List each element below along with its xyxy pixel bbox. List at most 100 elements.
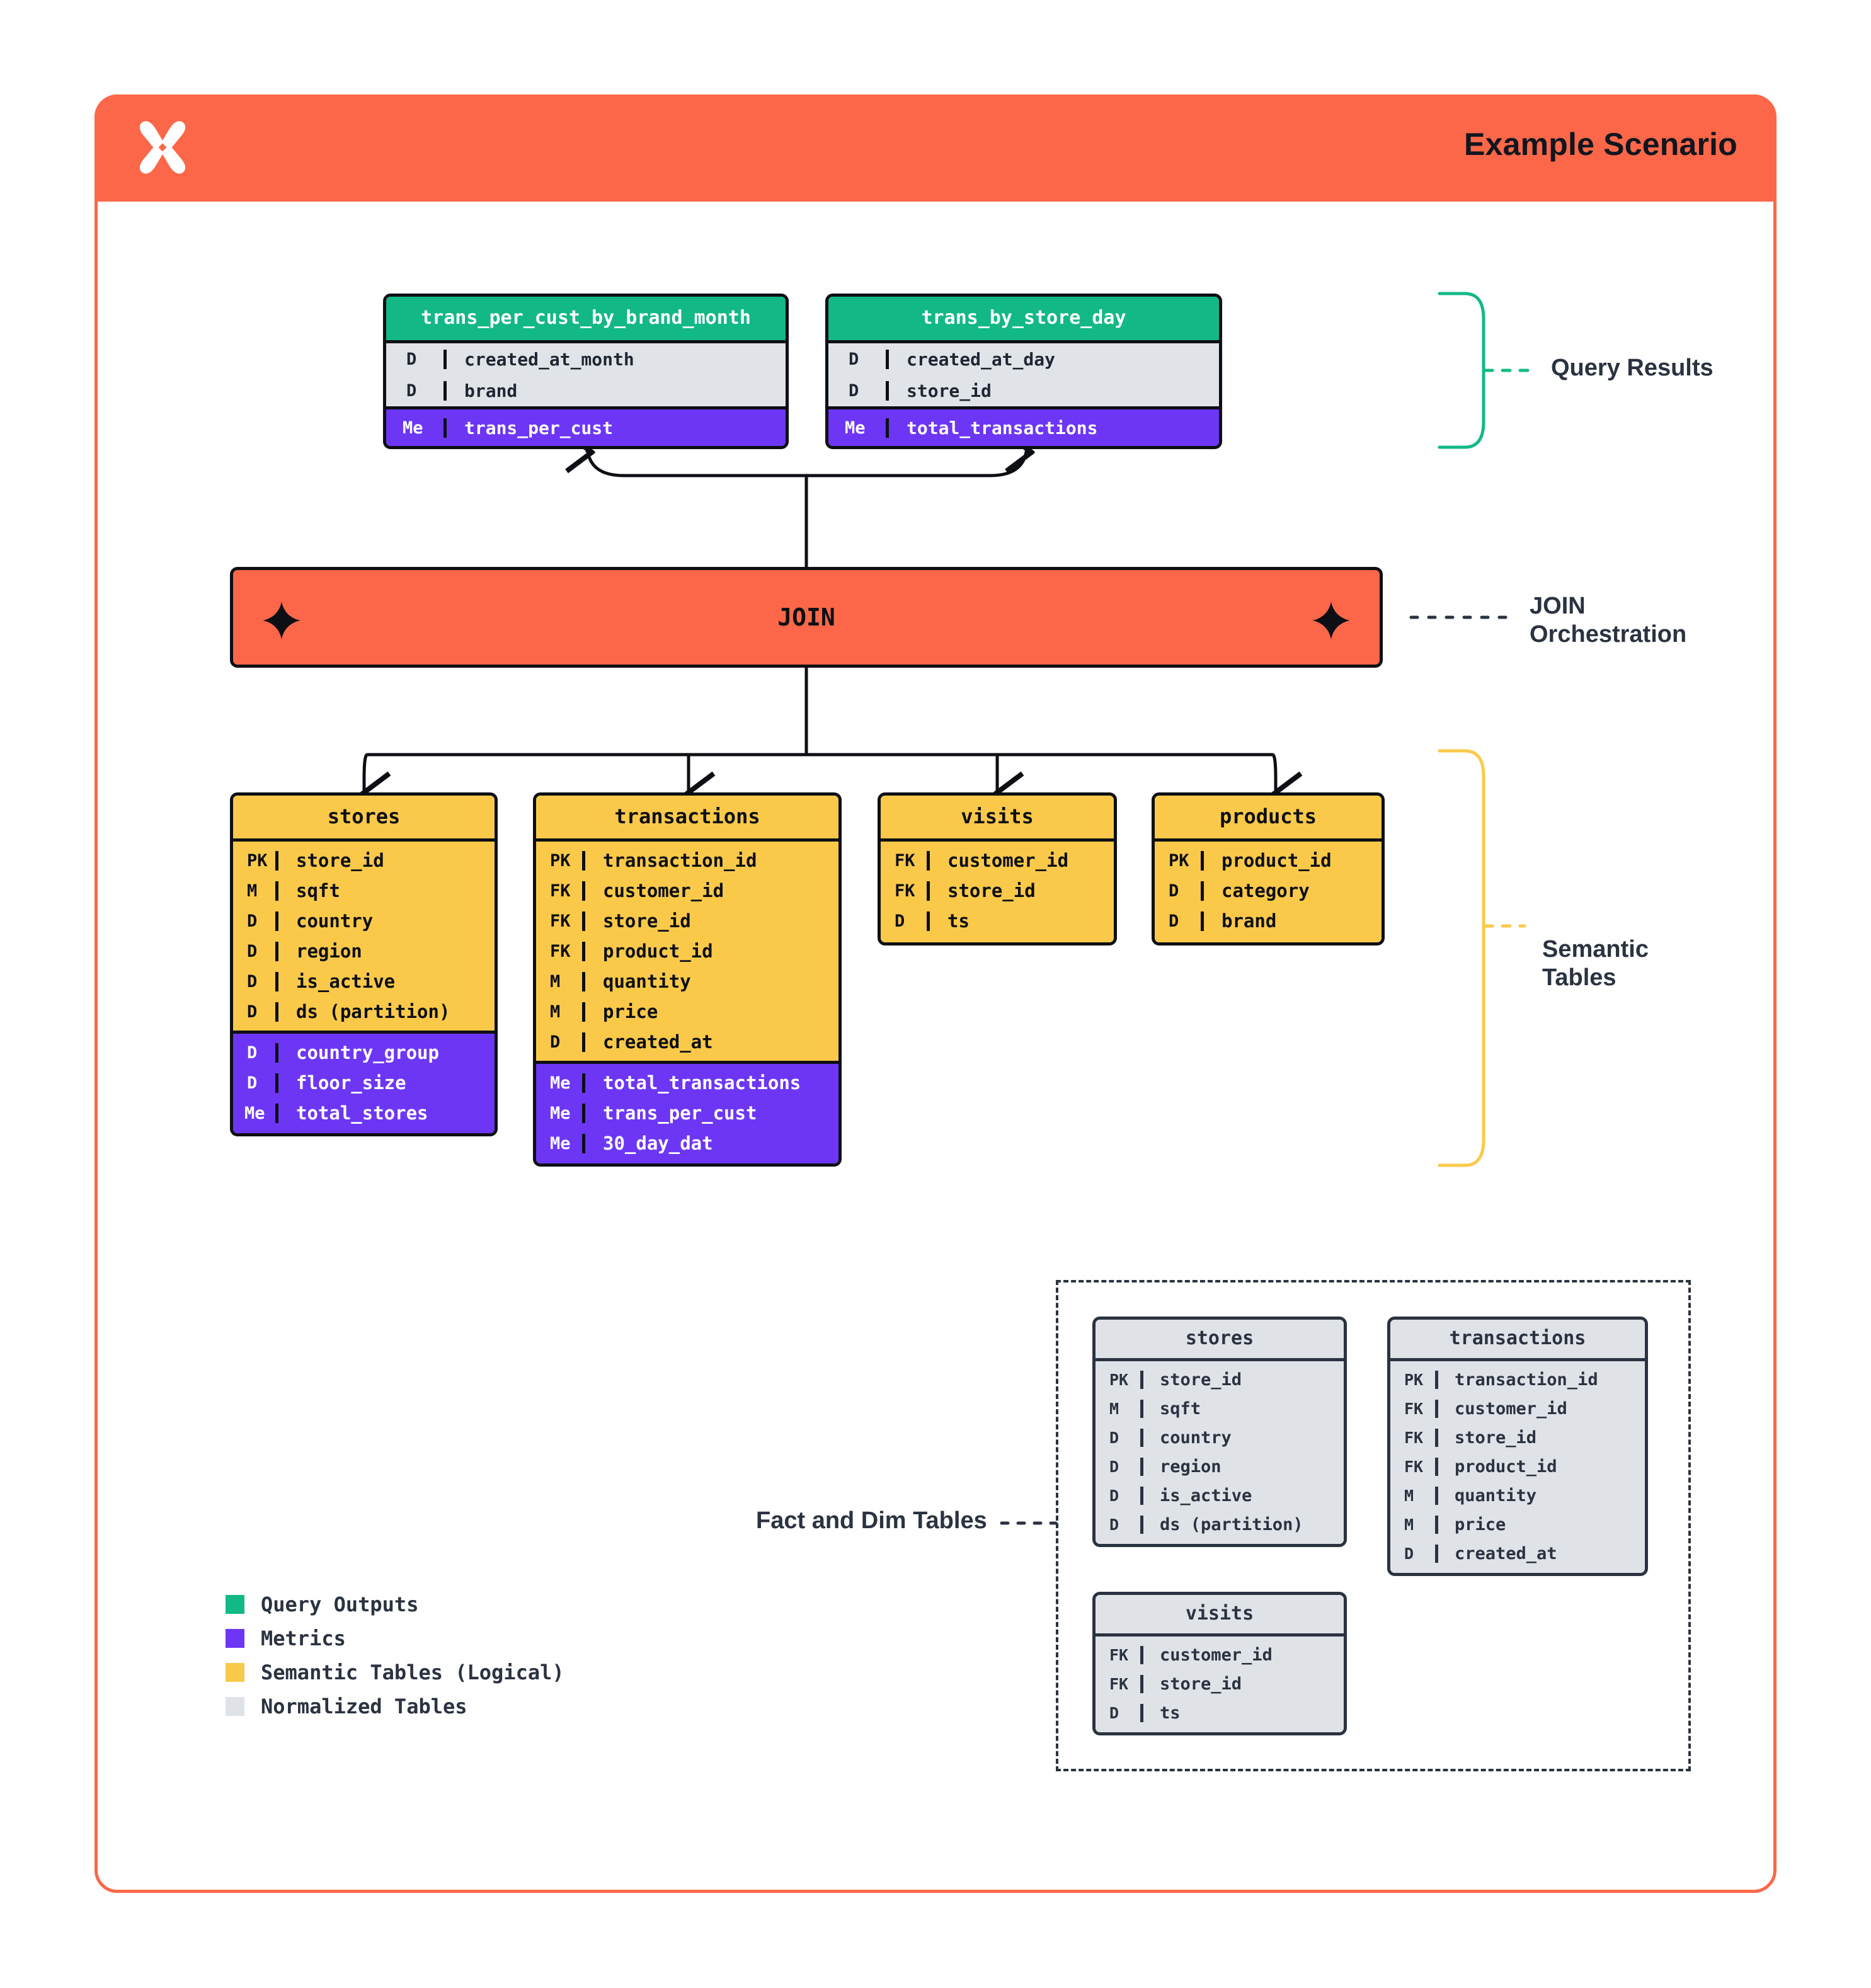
row-key: D <box>233 911 278 931</box>
table-row[interactable]: FK product_id <box>1390 1452 1645 1481</box>
row-field: price <box>603 1001 658 1022</box>
table-row[interactable]: D ts <box>881 906 1114 936</box>
row-field: store_id <box>1160 1369 1242 1390</box>
normalized-table-visits[interactable]: visits FK customer_id FK store_id D ts <box>1092 1592 1347 1735</box>
row-field: created_at_month <box>464 348 634 370</box>
table-row[interactable]: D country <box>233 906 495 936</box>
table-row[interactable]: D region <box>233 936 495 966</box>
table-row[interactable]: FK customer_id <box>1390 1394 1645 1423</box>
row-key: D <box>233 941 278 961</box>
table-row[interactable]: D country_group <box>233 1037 495 1068</box>
row-key: FK <box>1096 1645 1143 1664</box>
table-row[interactable]: D floor_size <box>233 1068 495 1098</box>
row-key: D <box>1096 1457 1143 1476</box>
row-field: floor_size <box>296 1072 406 1094</box>
annotation-semantic-tables: Semantic Tables <box>1542 935 1649 992</box>
table-row[interactable]: D created_at <box>536 1027 838 1057</box>
row-key: FK <box>881 850 930 871</box>
row-field: total_stores <box>296 1102 428 1124</box>
x-starburst-logo <box>139 121 186 174</box>
table-row[interactable]: FK store_id <box>536 906 838 936</box>
row-field: customer_id <box>947 850 1069 871</box>
table-title: transactions <box>536 796 838 842</box>
table-row[interactable]: D country <box>1096 1423 1344 1452</box>
row-key: FK <box>536 881 585 901</box>
legend-label: Metrics <box>261 1626 346 1650</box>
column-section: PK transaction_id FK customer_id FK stor… <box>1390 1361 1645 1573</box>
row-field: brand <box>1222 910 1277 932</box>
row-key: D <box>1096 1515 1143 1534</box>
normalized-table-stores[interactable]: stores PK store_id M sqft D country D re… <box>1092 1317 1347 1547</box>
join-orchestration-bar[interactable]: JOIN <box>230 567 1383 668</box>
table-row[interactable]: Me trans_per_cust <box>386 409 786 446</box>
table-row[interactable]: D store_id <box>828 375 1219 406</box>
table-row[interactable]: Me total_transactions <box>536 1068 838 1098</box>
table-row[interactable]: D created_at <box>1390 1539 1645 1568</box>
table-row[interactable]: M price <box>1390 1510 1645 1539</box>
table-row[interactable]: D created_at_day <box>828 343 1219 375</box>
table-row[interactable]: D region <box>1096 1452 1344 1481</box>
table-row[interactable]: D is_active <box>1096 1481 1344 1510</box>
row-field: sqft <box>1160 1398 1201 1419</box>
card-header: Example Scenario <box>94 94 1777 202</box>
row-key: D <box>1155 911 1204 931</box>
table-row[interactable]: PK product_id <box>1155 845 1382 876</box>
row-key: Me <box>386 418 447 438</box>
semantic-table-transactions[interactable]: transactions PK transaction_id FK custom… <box>533 792 842 1167</box>
table-row[interactable]: D is_active <box>233 966 495 997</box>
row-key: FK <box>536 911 585 931</box>
table-row[interactable]: D ds (partition) <box>1096 1510 1344 1539</box>
query-result-table-1[interactable]: trans_by_store_day D created_at_day D st… <box>825 294 1222 449</box>
column-section: FK customer_id FK store_id D ts <box>1096 1637 1344 1732</box>
table-row[interactable]: FK customer_id <box>536 876 838 906</box>
row-key: M <box>1390 1515 1438 1534</box>
sparkle-icon <box>263 602 300 639</box>
table-row[interactable]: PK store_id <box>1096 1365 1344 1394</box>
row-field: price <box>1455 1514 1506 1534</box>
legend-label: Normalized Tables <box>261 1694 467 1718</box>
annotation-line-1: JOIN <box>1530 593 1586 619</box>
table-row[interactable]: Me trans_per_cust <box>536 1098 838 1128</box>
table-row[interactable]: D ds (partition) <box>233 997 495 1027</box>
table-row[interactable]: M price <box>536 997 838 1027</box>
table-row[interactable]: FK customer_id <box>881 845 1114 876</box>
row-field: trans_per_cust <box>464 417 614 438</box>
table-row[interactable]: FK customer_id <box>1096 1640 1344 1669</box>
semantic-table-stores[interactable]: stores PK store_id M sqft D country D re… <box>230 792 498 1136</box>
table-row[interactable]: D brand <box>386 375 786 406</box>
table-row[interactable]: D brand <box>1155 906 1382 936</box>
table-row[interactable]: D category <box>1155 876 1382 906</box>
table-row[interactable]: PK store_id <box>233 845 495 876</box>
legend-swatch-semantic-tables <box>226 1663 244 1682</box>
row-key: Me <box>536 1073 585 1093</box>
table-row[interactable]: FK store_id <box>1096 1669 1344 1698</box>
table-row[interactable]: FK product_id <box>536 936 838 966</box>
table-row[interactable]: M quantity <box>536 966 838 997</box>
table-title: stores <box>233 796 495 842</box>
normalized-table-transactions[interactable]: transactions PK transaction_id FK custom… <box>1387 1317 1648 1576</box>
row-field: ds (partition) <box>1160 1514 1303 1534</box>
row-field: store_id <box>296 850 384 871</box>
table-row[interactable]: Me total_transactions <box>828 409 1219 446</box>
table-row[interactable]: D ts <box>1096 1698 1344 1727</box>
table-row[interactable]: PK transaction_id <box>1390 1365 1645 1394</box>
table-row[interactable]: M sqft <box>1096 1394 1344 1423</box>
table-row[interactable]: PK transaction_id <box>536 845 838 876</box>
semantic-table-products[interactable]: products PK product_id D category D bran… <box>1152 792 1385 945</box>
table-row[interactable]: FK store_id <box>1390 1423 1645 1452</box>
row-key: D <box>1096 1703 1143 1722</box>
semantic-table-visits[interactable]: visits FK customer_id FK store_id D ts <box>878 792 1117 945</box>
row-field: store_id <box>603 910 691 932</box>
table-row[interactable]: FK store_id <box>881 876 1114 906</box>
table-row[interactable]: M quantity <box>1390 1481 1645 1510</box>
row-key: FK <box>536 941 585 961</box>
table-row[interactable]: M sqft <box>233 876 495 906</box>
table-row[interactable]: D created_at_month <box>386 343 786 375</box>
table-title: transactions <box>1390 1320 1645 1361</box>
column-section: PK transaction_id FK customer_id FK stor… <box>536 842 838 1061</box>
legend-swatch-query-outputs <box>226 1595 244 1614</box>
query-result-table-0[interactable]: trans_per_cust_by_brand_month D created_… <box>383 294 789 449</box>
row-field: brand <box>464 380 518 401</box>
table-row[interactable]: Me 30_day_dat <box>536 1128 838 1158</box>
table-row[interactable]: Me total_stores <box>233 1098 495 1128</box>
